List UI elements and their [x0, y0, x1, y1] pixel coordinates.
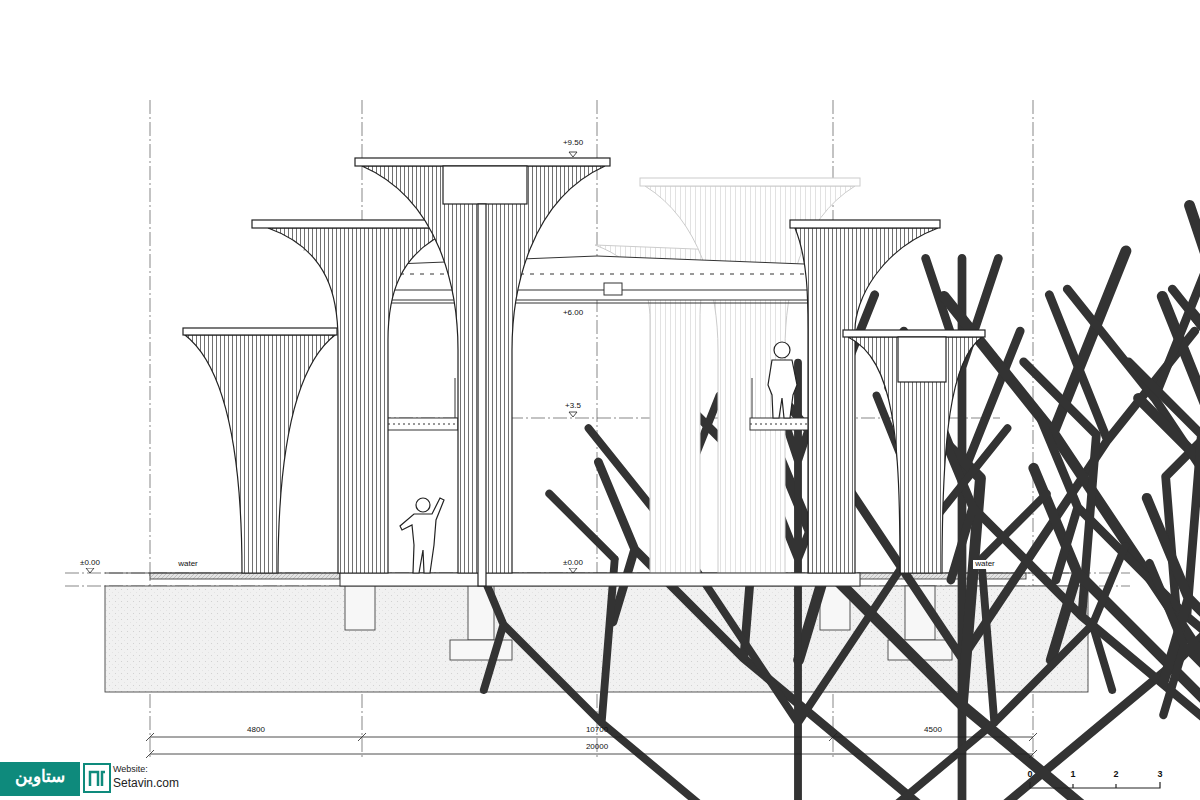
foundation-ground-part	[150, 573, 340, 579]
roof-structure-part	[370, 274, 830, 275]
funnel-columns-part	[443, 166, 527, 204]
human-figures	[400, 342, 797, 573]
human-figures-part	[774, 342, 790, 358]
foundation-ground-part	[345, 586, 375, 630]
funnel-columns-part	[268, 228, 458, 573]
funnel-columns-part	[183, 328, 337, 335]
dimension: 4800	[247, 726, 265, 735]
level-mark: +6.00	[561, 309, 585, 318]
dimension: 20000	[586, 743, 608, 752]
level-markers-part	[569, 412, 577, 417]
dimension: 10700	[586, 726, 608, 735]
dimension: 4500	[924, 726, 942, 735]
dimension-lines-part	[1029, 733, 1037, 741]
roof-structure	[340, 256, 860, 586]
roof-structure-part	[340, 573, 860, 586]
funnel-columns-part	[848, 337, 982, 573]
level-mark: +9.50	[561, 139, 585, 148]
human-figures-part	[416, 498, 430, 512]
funnel-columns-part	[185, 335, 335, 573]
roof-structure-part	[370, 290, 830, 291]
level-mark: ±0.00	[78, 559, 102, 568]
dimension-lines-part	[829, 733, 837, 741]
watermark-text: Website:	[113, 765, 148, 775]
funnel-columns-part	[898, 337, 946, 382]
level-mark: ±0.00	[561, 559, 585, 568]
watermark-text: ستاوین	[15, 768, 65, 787]
watermark-logo	[0, 762, 110, 796]
watermark-logo-part	[0, 762, 80, 796]
dimension-lines-part	[1029, 750, 1037, 758]
funnel-columns-part	[843, 330, 985, 337]
level-markers-part	[86, 568, 94, 573]
funnel-columns-part	[252, 220, 452, 228]
dimension-lines	[146, 733, 1037, 758]
foundation-ground-part	[858, 573, 1026, 579]
scale-bar	[1030, 782, 1160, 788]
roof-structure-part	[455, 378, 456, 418]
background-columns-part	[640, 178, 860, 186]
material-note: water	[973, 560, 997, 569]
scale-bar-part	[1072, 784, 1073, 788]
funnel-columns-part	[790, 220, 940, 228]
roof-structure-part	[370, 256, 830, 300]
level-markers	[86, 152, 577, 573]
level-markers-part	[569, 568, 577, 573]
scale-number: 0	[1027, 770, 1032, 780]
watermark-logo-part	[90, 772, 105, 786]
human-figures-part	[400, 498, 444, 573]
scale-number: 1	[1070, 770, 1075, 780]
scale-bar-part	[1115, 784, 1116, 788]
human-figures-part	[768, 360, 797, 418]
roof-structure-part	[370, 303, 830, 304]
level-mark: +3.5	[563, 402, 583, 411]
roof-structure-part	[604, 283, 622, 295]
trees-part	[1034, 224, 1200, 800]
roof-structure-part	[752, 378, 753, 418]
watermark-text: Setavin.com	[113, 777, 179, 790]
scale-bar-part	[1030, 782, 1160, 788]
dimension-lines-part	[150, 737, 1033, 738]
dimension-lines-part	[150, 754, 1033, 755]
dimension-lines-part	[146, 750, 154, 758]
dimension-lines-part	[358, 733, 366, 741]
foundation-ground-part	[450, 640, 512, 660]
funnel-columns-part	[355, 158, 610, 166]
funnel-columns-part	[478, 204, 486, 586]
funnel-columns	[183, 158, 985, 586]
material-note: water	[176, 560, 200, 569]
level-markers-part	[569, 152, 577, 157]
dimension-lines-part	[146, 733, 154, 741]
trees-part	[1147, 264, 1200, 800]
scale-number: 3	[1157, 770, 1162, 780]
scale-number: 2	[1113, 770, 1118, 780]
watermark-logo-part	[84, 764, 110, 792]
trees-part	[1041, 216, 1200, 800]
trees-part	[1150, 370, 1200, 800]
